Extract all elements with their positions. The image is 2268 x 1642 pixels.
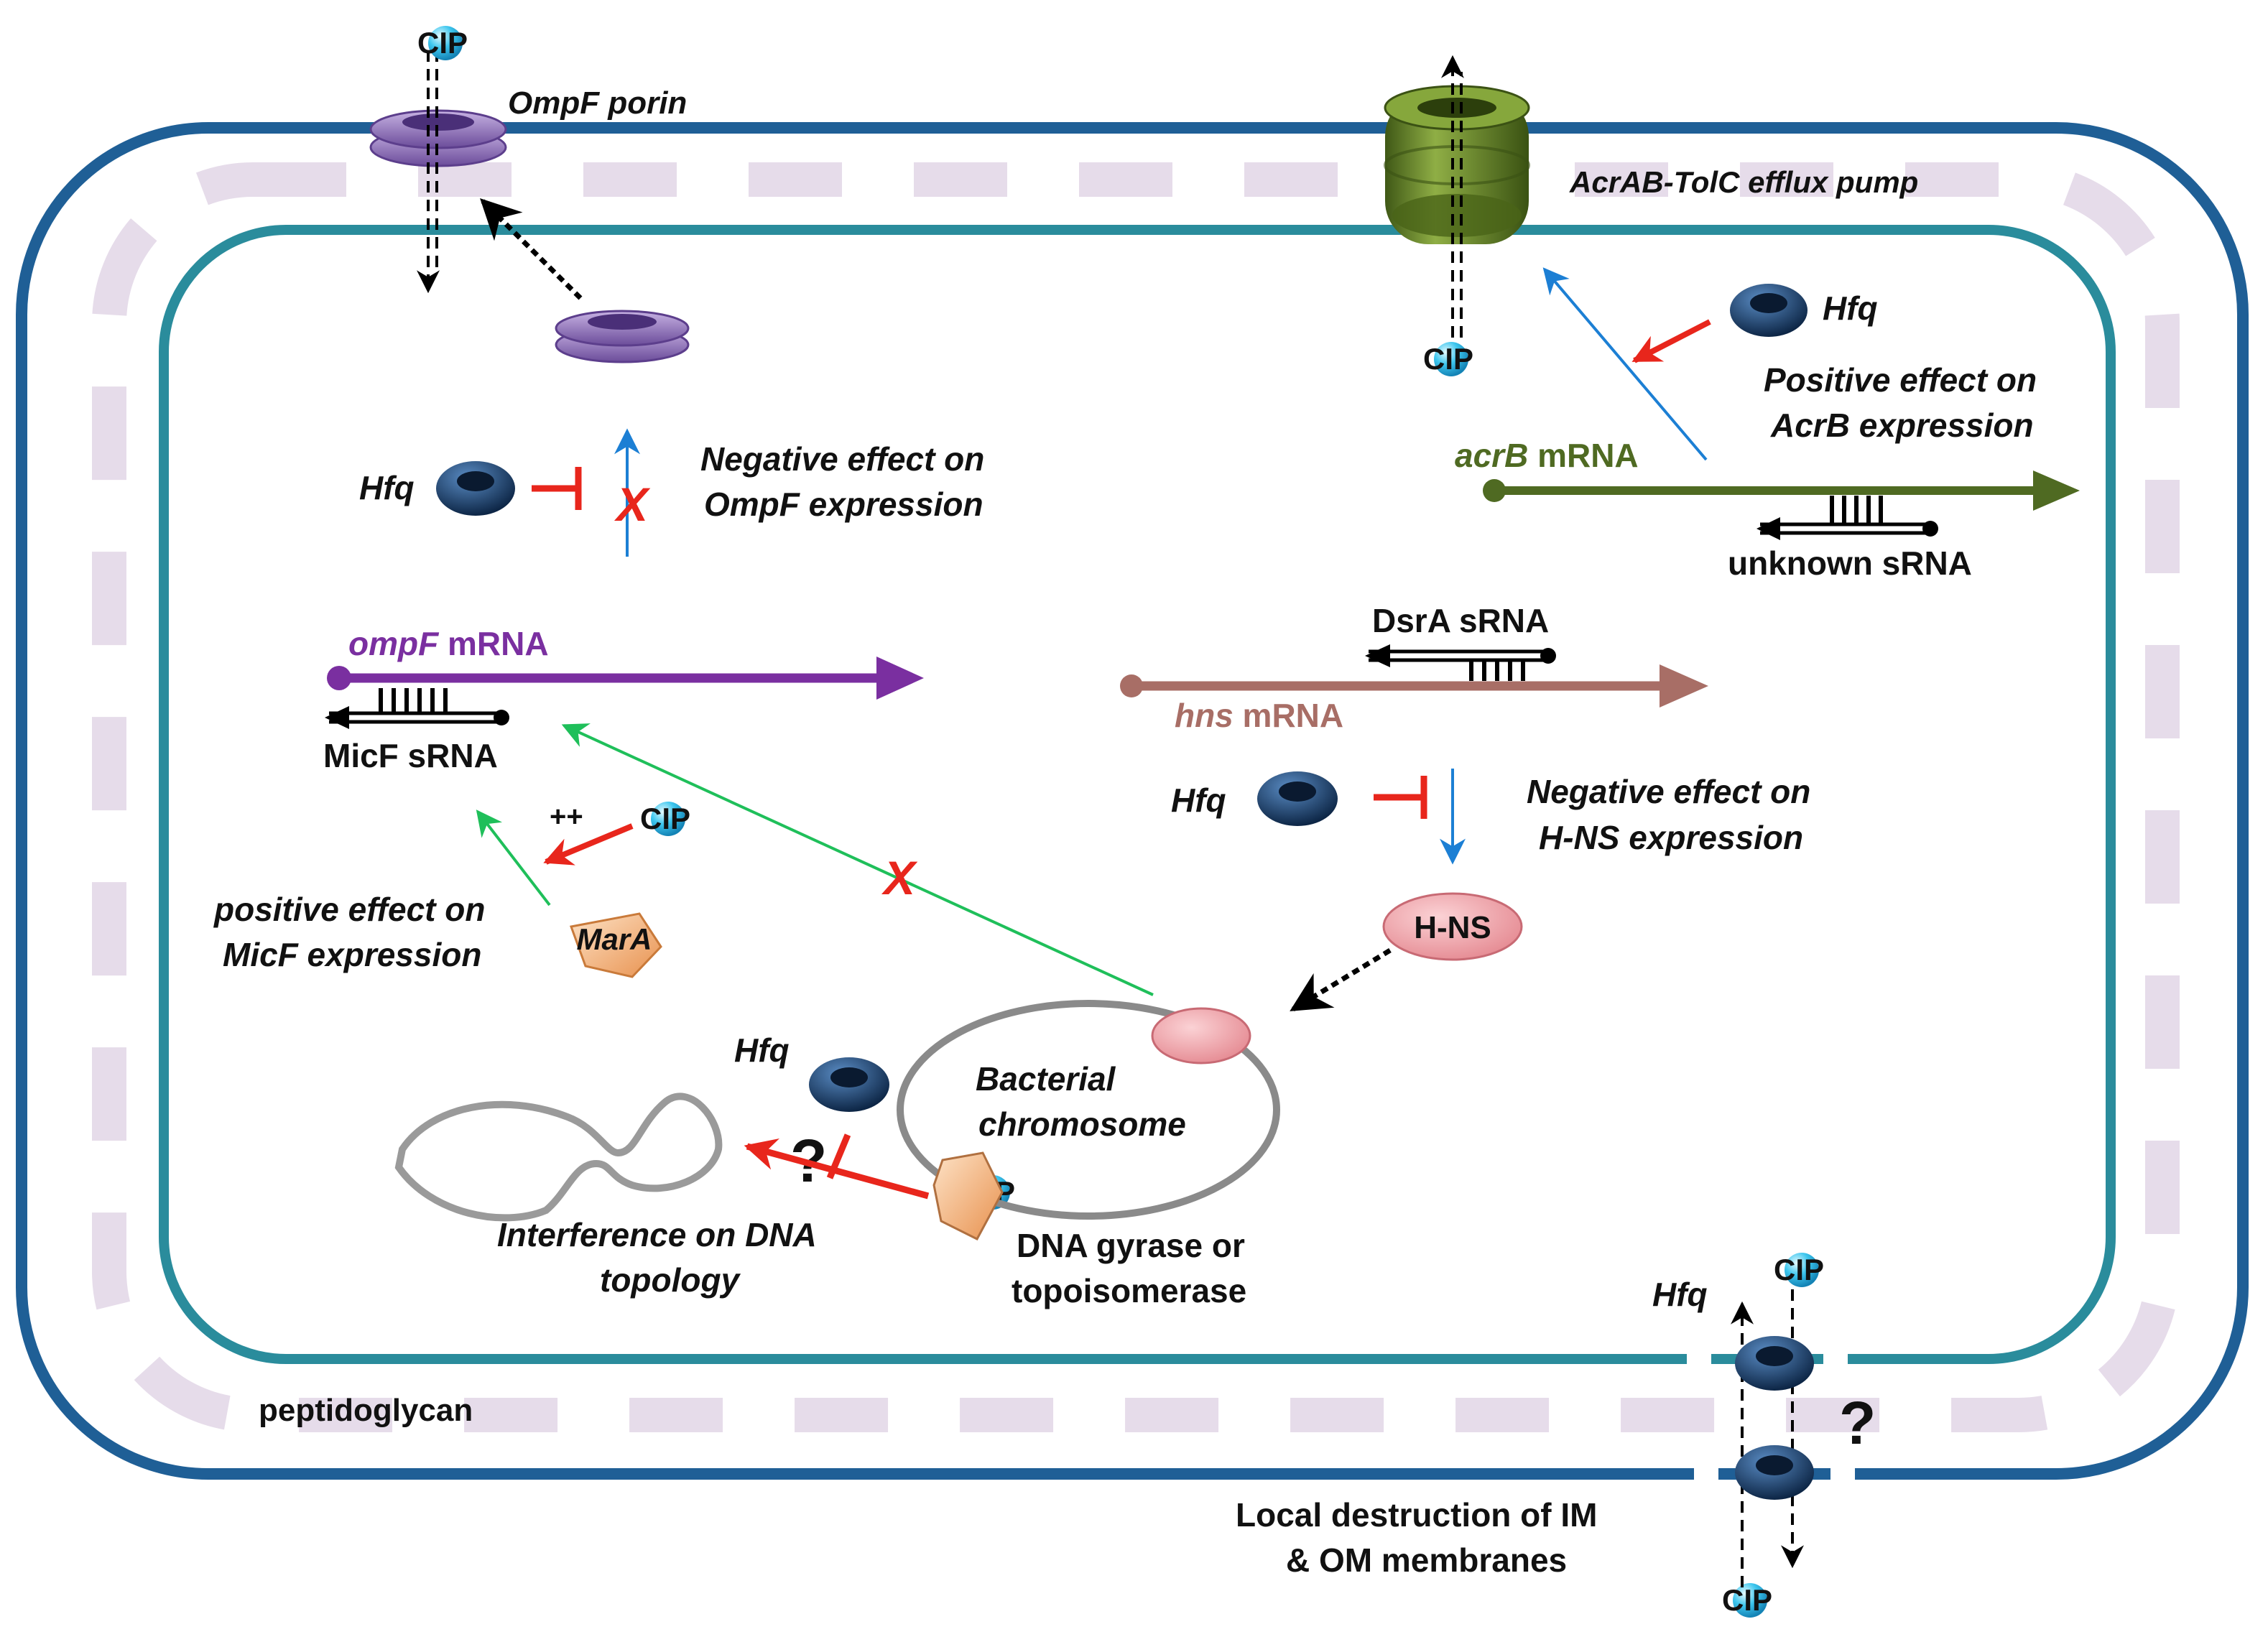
neg-hns-line1: Negative effect on xyxy=(1527,773,1810,810)
hfq-icon-acrb xyxy=(1730,284,1808,337)
svg-text:CIP: CIP xyxy=(1423,342,1473,376)
ompf-mrna-arrowhead xyxy=(876,657,924,700)
outer-membrane xyxy=(16,122,2249,1480)
hfq-label-membrane: Hfq xyxy=(1652,1276,1708,1313)
micf-srna xyxy=(325,688,509,729)
gyrase-line2: topoisomerase xyxy=(1012,1272,1246,1309)
question-membrane: ? xyxy=(1839,1389,1876,1457)
neg-ompf-line1: Negative effect on xyxy=(700,440,984,478)
hfq-icon-om xyxy=(1735,1445,1814,1500)
om-break-1 xyxy=(1694,1465,1718,1483)
acrb-expression-arrow xyxy=(1542,267,1708,461)
cip-molecule-ompf: CIP xyxy=(417,26,468,60)
acrab-pump-label: AcrAB-TolC efflux pump xyxy=(1569,165,1918,199)
mara-label: MarA xyxy=(576,922,652,956)
peptidoglycan-label: peptidoglycan xyxy=(259,1393,473,1428)
pos-micf-line1: positive effect on xyxy=(213,891,485,928)
dna-topology-loop xyxy=(394,1093,723,1222)
pos-acrb-line1: Positive effect on xyxy=(1764,361,2037,399)
hns-on-chromosome xyxy=(1151,1007,1251,1064)
svg-text:CIP: CIP xyxy=(1722,1583,1772,1617)
mara-protein xyxy=(569,912,662,978)
local-destruction-line2: & OM membranes xyxy=(1286,1541,1567,1579)
hns-binding-arrow xyxy=(1290,948,1392,1011)
hns-mrna-arrowhead xyxy=(1660,664,1708,708)
hfq-icon-topology xyxy=(809,1057,889,1112)
dsra-srna xyxy=(1365,644,1556,681)
im-break-1 xyxy=(1687,1350,1711,1369)
x-mark-micf: X xyxy=(881,851,918,904)
acrb-mrna-label: acrB mRNA xyxy=(1455,437,1639,474)
acrb-mrna-arrowhead xyxy=(2033,470,2080,511)
svg-text:CIP: CIP xyxy=(1774,1253,1824,1286)
neg-ompf-line2: OmpF expression xyxy=(704,486,983,523)
acrab-tolc-pump xyxy=(1384,85,1530,244)
hfq-activation-acrb xyxy=(1631,319,1711,363)
ompf-mrna-label: ompF mRNA xyxy=(348,625,549,662)
inner-membrane xyxy=(159,225,2116,1364)
hns-mrna-label: hns mRNA xyxy=(1175,697,1343,734)
hfq-icon-ompf xyxy=(436,461,515,516)
cip-molecule-pump: CIP xyxy=(1423,342,1473,376)
bacterial-chromosome xyxy=(897,1000,1280,1220)
ompf-porin-label: OmpF porin xyxy=(508,85,687,121)
cip-molecule-bottom-top: CIP xyxy=(1774,1253,1824,1287)
dsra-srna-label: DsrA sRNA xyxy=(1372,602,1549,639)
dna-gyrase xyxy=(932,1151,1004,1240)
hfq-label-acrb: Hfq xyxy=(1823,289,1878,327)
porin-insertion-arrow xyxy=(480,198,583,300)
chromosome-label-line1: Bacterial xyxy=(976,1060,1116,1098)
cip-molecule-bottom-bottom: CIP xyxy=(1722,1583,1772,1618)
pos-acrb-line2: AcrB expression xyxy=(1770,407,2034,444)
peptidoglycan-layer xyxy=(92,162,2180,1432)
neg-hns-line2: H-NS expression xyxy=(1539,819,1803,856)
ompf-porin xyxy=(369,109,507,167)
unknown-srna xyxy=(1756,496,1938,540)
mara-micf-arrow xyxy=(476,810,551,906)
interference-line1: Interference on DNA xyxy=(497,1216,817,1253)
gyrase-line1: DNA gyrase or xyxy=(1017,1227,1245,1264)
cip-molecule-mara: CIP xyxy=(640,802,690,836)
hfq-inhibition-topology xyxy=(826,1133,851,1179)
cip-activates-mara xyxy=(543,823,634,866)
om-break-2 xyxy=(1830,1465,1855,1483)
x-mark-ompf: X xyxy=(614,478,651,531)
gyrase-topology-arrow xyxy=(744,1138,930,1200)
plusplus-label: ++ xyxy=(550,801,583,832)
im-break-2 xyxy=(1823,1350,1848,1369)
chromosome-micf-arrow xyxy=(561,723,1154,996)
svg-text:CIP: CIP xyxy=(640,802,690,835)
svg-text:CIP: CIP xyxy=(417,26,468,60)
micf-srna-label: MicF sRNA xyxy=(323,737,498,774)
hfq-icon-im xyxy=(1735,1336,1814,1391)
pos-micf-line2: MicF expression xyxy=(223,936,481,973)
ompf-porin-inserting xyxy=(555,310,690,363)
interference-line2: topology xyxy=(600,1261,741,1299)
chromosome-label-line2: chromosome xyxy=(978,1105,1186,1143)
hns-protein-label: H-NS xyxy=(1414,910,1491,945)
hfq-label-ompf: Hfq xyxy=(359,469,415,506)
local-destruction-line1: Local destruction of IM xyxy=(1236,1496,1597,1534)
hfq-label-hns: Hfq xyxy=(1171,781,1226,819)
hns-protein xyxy=(1382,892,1523,961)
hfq-label-topology: Hfq xyxy=(734,1031,790,1069)
hfq-icon-hns xyxy=(1257,771,1338,826)
unknown-srna-label: unknown sRNA xyxy=(1728,544,1972,582)
